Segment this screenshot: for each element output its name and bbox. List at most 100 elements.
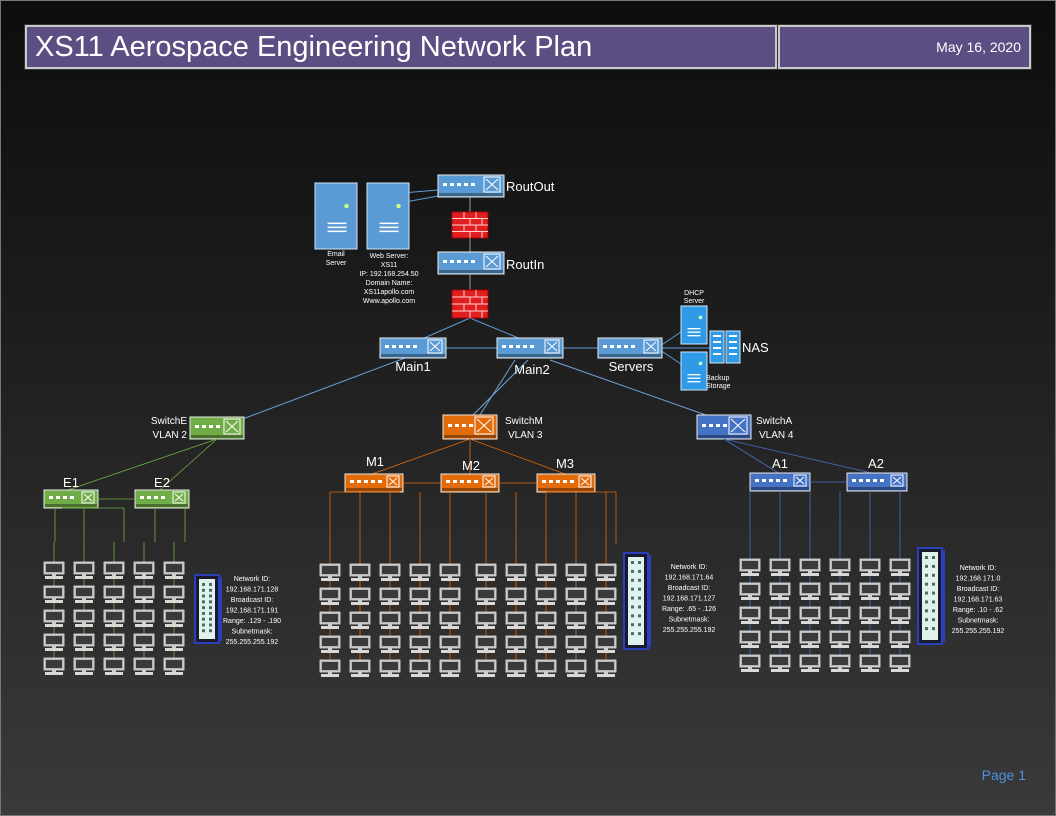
vlan-e-workstation-icon: [43, 585, 65, 603]
vlan-e-workstation-icon: [73, 561, 95, 579]
vlan-m-info: Network ID:: [671, 564, 708, 571]
vlan-m-workstation-icon: [319, 659, 341, 677]
vlan4-label: VLAN 4: [759, 430, 794, 441]
vlan-m-workstation-icon: [595, 659, 617, 677]
vlan-m-workstation-icon: [535, 563, 557, 581]
vlan-m-workstation-icon: [409, 659, 431, 677]
vlan-m-workstation-icon: [475, 635, 497, 653]
main2-switch-icon: [496, 337, 564, 359]
web-server-label: XS11apollo.com: [364, 289, 415, 296]
m2-switch-icon: [440, 473, 500, 493]
vlan-a-workstation-icon: [829, 654, 851, 672]
vlan-a-workstation-icon: [829, 606, 851, 624]
vlan-a-workstation-icon: [859, 558, 881, 576]
link-line: [723, 438, 781, 475]
servers-label: Servers: [609, 359, 654, 374]
main1-label: Main1: [395, 359, 430, 374]
vlan-m-workstation-icon: [439, 635, 461, 653]
m3-label: M3: [556, 456, 574, 471]
vlan-a-workstation-icon: [889, 654, 911, 672]
vlan-a-workstation-icon: [859, 606, 881, 624]
m1-label: M1: [366, 454, 384, 469]
vlan-m-workstation-icon: [565, 635, 587, 653]
vlan-m-info: 255.255.255.192: [663, 627, 716, 634]
routin-label: RoutIn: [506, 257, 544, 272]
vlan-a-workstation-icon: [859, 582, 881, 600]
vlan-a-info: Subnetmask:: [958, 618, 999, 625]
vlan-a-info: 255.255.255.192: [952, 628, 1005, 635]
vlan-e-info: 192.168.171.191: [226, 608, 279, 615]
vlan-e-workstation-icon: [103, 609, 125, 627]
vlan-a-workstation-icon: [769, 630, 791, 648]
link-line: [469, 438, 566, 475]
vlan-e-workstation-icon: [163, 657, 185, 675]
switcha-switch-icon: [696, 414, 752, 440]
web-server-label: IP: 192.168.254.50: [359, 271, 418, 278]
vlan-m-workstation-icon: [565, 659, 587, 677]
vlan-m-workstation-icon: [505, 563, 527, 581]
web-server-label: Www.apollo.com: [363, 298, 415, 305]
m3-switch-icon: [536, 473, 596, 493]
vlan-m-workstation-icon: [379, 587, 401, 605]
vlan-e-workstation-icon: [43, 633, 65, 651]
dhcp-server-label: Server: [684, 298, 705, 305]
vlan-m-workstation-icon: [349, 659, 371, 677]
vlan-m-workstation-icon: [319, 563, 341, 581]
vlan-a-workstation-icon: [799, 606, 821, 624]
vlan-e-info: Range: .129 - .190: [223, 618, 281, 625]
vlan-e-workstation-icon: [43, 657, 65, 675]
a1-switch-icon: [749, 472, 811, 492]
vlan-e-workstation-icon: [73, 609, 95, 627]
vlan-m-workstation-icon: [409, 611, 431, 629]
e2-label: E2: [154, 475, 170, 490]
vlan-e-workstation-icon: [103, 633, 125, 651]
routout-label: RoutOut: [506, 179, 555, 194]
vlan-a-workstation-icon: [739, 582, 761, 600]
vlan-a-workstation-icon: [769, 654, 791, 672]
vlan-m-workstation-icon: [349, 563, 371, 581]
nas-icon: [709, 330, 741, 364]
vlan-m-workstation-icon: [439, 563, 461, 581]
web-server-label: XS11: [381, 262, 398, 269]
vlan-a-workstation-icon: [799, 654, 821, 672]
vlan-e-rack-icon: [194, 574, 222, 644]
email-server-label: Email: [327, 251, 345, 258]
vlan2-label: VLAN 2: [153, 430, 188, 441]
vlan-e-workstation-icon: [103, 657, 125, 675]
email-server-label: Server: [326, 260, 347, 267]
vlan-m-workstation-icon: [595, 587, 617, 605]
m2-label: M2: [462, 458, 480, 473]
vlan-a-workstation-icon: [739, 558, 761, 576]
vlan-m-workstation-icon: [379, 635, 401, 653]
servers-switch-icon: [597, 337, 663, 359]
vlan-m-workstation-icon: [535, 659, 557, 677]
vlan-a-info: Range: .10 - .62: [953, 607, 1003, 614]
link-line: [477, 359, 516, 419]
switche-switch-icon: [189, 416, 245, 440]
e2-switch-icon: [134, 489, 190, 509]
vlan-a-workstation-icon: [829, 630, 851, 648]
vlan-e-workstation-icon: [133, 657, 155, 675]
web-server-label: Domain Name:: [366, 280, 413, 287]
routin-router-icon: [437, 251, 505, 275]
vlan-m-workstation-icon: [595, 611, 617, 629]
vlan-e-workstation-icon: [73, 585, 95, 603]
nas-label: NAS: [742, 340, 769, 355]
firewall-bottom-icon: [451, 289, 489, 319]
vlan-m-rack-icon: [623, 552, 651, 650]
vlan-m-workstation-icon: [379, 659, 401, 677]
link-line: [723, 438, 877, 475]
vlan-m-workstation-icon: [505, 587, 527, 605]
vlan-m-info: Broadcast ID:: [668, 585, 710, 592]
link-line: [549, 359, 721, 421]
link-line: [67, 438, 218, 491]
vlan-m-workstation-icon: [439, 587, 461, 605]
switcha-name-label: SwitchA: [756, 416, 792, 427]
vlan-m-workstation-icon: [349, 587, 371, 605]
switchm-switch-icon: [442, 414, 498, 440]
backup-storage-label: Storage: [706, 383, 731, 390]
vlan-e-info: Network ID:: [234, 576, 271, 583]
link-line: [469, 359, 529, 419]
main2-label: Main2: [514, 362, 549, 377]
vlan-m-workstation-icon: [505, 611, 527, 629]
